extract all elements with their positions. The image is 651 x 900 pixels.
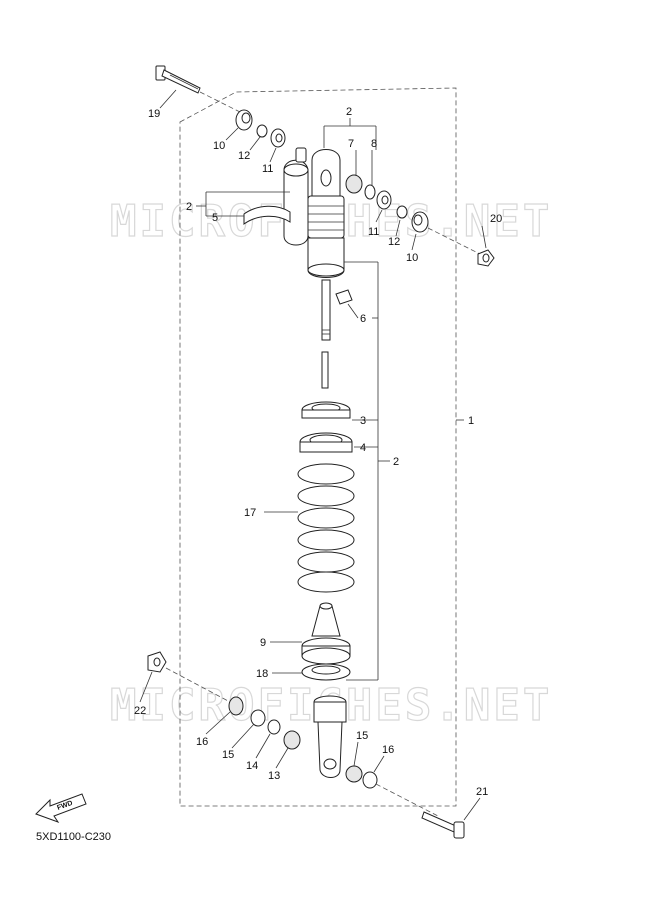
shock-body (307, 195, 345, 278)
axis-dash-lower-right (375, 783, 439, 817)
callout-15-lower-left: 15 (222, 749, 234, 761)
shock-lower-eye (313, 695, 347, 778)
axis-dash-upper (427, 227, 485, 257)
nut-20 (477, 249, 495, 267)
reservoir-body (283, 147, 309, 246)
callout-13: 13 (268, 770, 280, 782)
callout-19: 19 (148, 108, 160, 120)
callout-8: 8 (371, 138, 377, 150)
axis-dash-lower-left (165, 667, 231, 703)
callout-16-lower-right: 16 (382, 744, 394, 756)
callout-21: 21 (476, 786, 488, 798)
callout-12-upper-left: 12 (238, 150, 250, 162)
callout-22: 22 (134, 705, 146, 717)
callout-9: 9 (260, 637, 266, 649)
callout-11-upper-right: 11 (368, 226, 379, 238)
callout-2-left: 2 (186, 201, 192, 213)
shock-upper-eye (311, 149, 341, 201)
callout-2-top: 2 (346, 106, 352, 118)
collar-10-upper-left (235, 109, 253, 131)
callout-3: 3 (360, 415, 366, 427)
spring-17 (297, 463, 355, 593)
collar-7 (345, 174, 363, 194)
callout-5: 5 (212, 212, 218, 224)
callout-15-lower-right: 15 (356, 730, 368, 742)
callout-6: 6 (360, 313, 366, 325)
bolt-21 (421, 811, 465, 839)
bearing-11-upper-right (376, 190, 392, 210)
spring-guide-9 (301, 637, 351, 665)
callout-4: 4 (360, 442, 366, 454)
callout-20: 20 (490, 213, 502, 225)
bearing-11-upper-left (270, 128, 286, 148)
band-5 (243, 205, 291, 225)
callout-2-right: 2 (393, 456, 399, 468)
callout-18: 18 (256, 668, 268, 680)
locknut-4 (299, 432, 353, 453)
callout-10-upper-left: 10 (213, 140, 225, 152)
oring-12-upper-right (396, 205, 408, 219)
adjuster-6 (335, 289, 353, 305)
leader-lines (139, 89, 487, 821)
bearing-13 (283, 730, 301, 750)
callout-14: 14 (246, 760, 258, 772)
piston-rod (321, 279, 331, 389)
locknut-3 (301, 401, 351, 419)
bolt-19 (155, 65, 241, 113)
callout-17: 17 (244, 507, 256, 519)
collar-14 (267, 719, 281, 735)
collar-10-upper-right (411, 211, 429, 233)
assembly-boundary (179, 87, 457, 807)
callout-12-upper-right: 12 (388, 236, 400, 248)
bump-rubber (311, 602, 341, 637)
diagram-code: 5XD1100-C230 (36, 831, 111, 843)
callout-1: 1 (468, 415, 474, 427)
oring-12-upper-left (256, 124, 268, 138)
spring-seat-18 (301, 663, 351, 681)
oring-15-lower-left (250, 709, 266, 727)
collar-16-lower-right (362, 771, 378, 789)
callout-10-upper-right: 10 (406, 252, 418, 264)
callout-11-upper-left: 11 (262, 163, 273, 175)
callout-16-lower-left: 16 (196, 736, 208, 748)
nut-22 (147, 651, 167, 673)
oring-8 (364, 184, 376, 200)
collar-16-lower-left (228, 696, 244, 716)
oring-15-lower-right (345, 765, 363, 783)
callout-7: 7 (348, 138, 354, 150)
fwd-arrow-icon: FWD (35, 793, 87, 823)
